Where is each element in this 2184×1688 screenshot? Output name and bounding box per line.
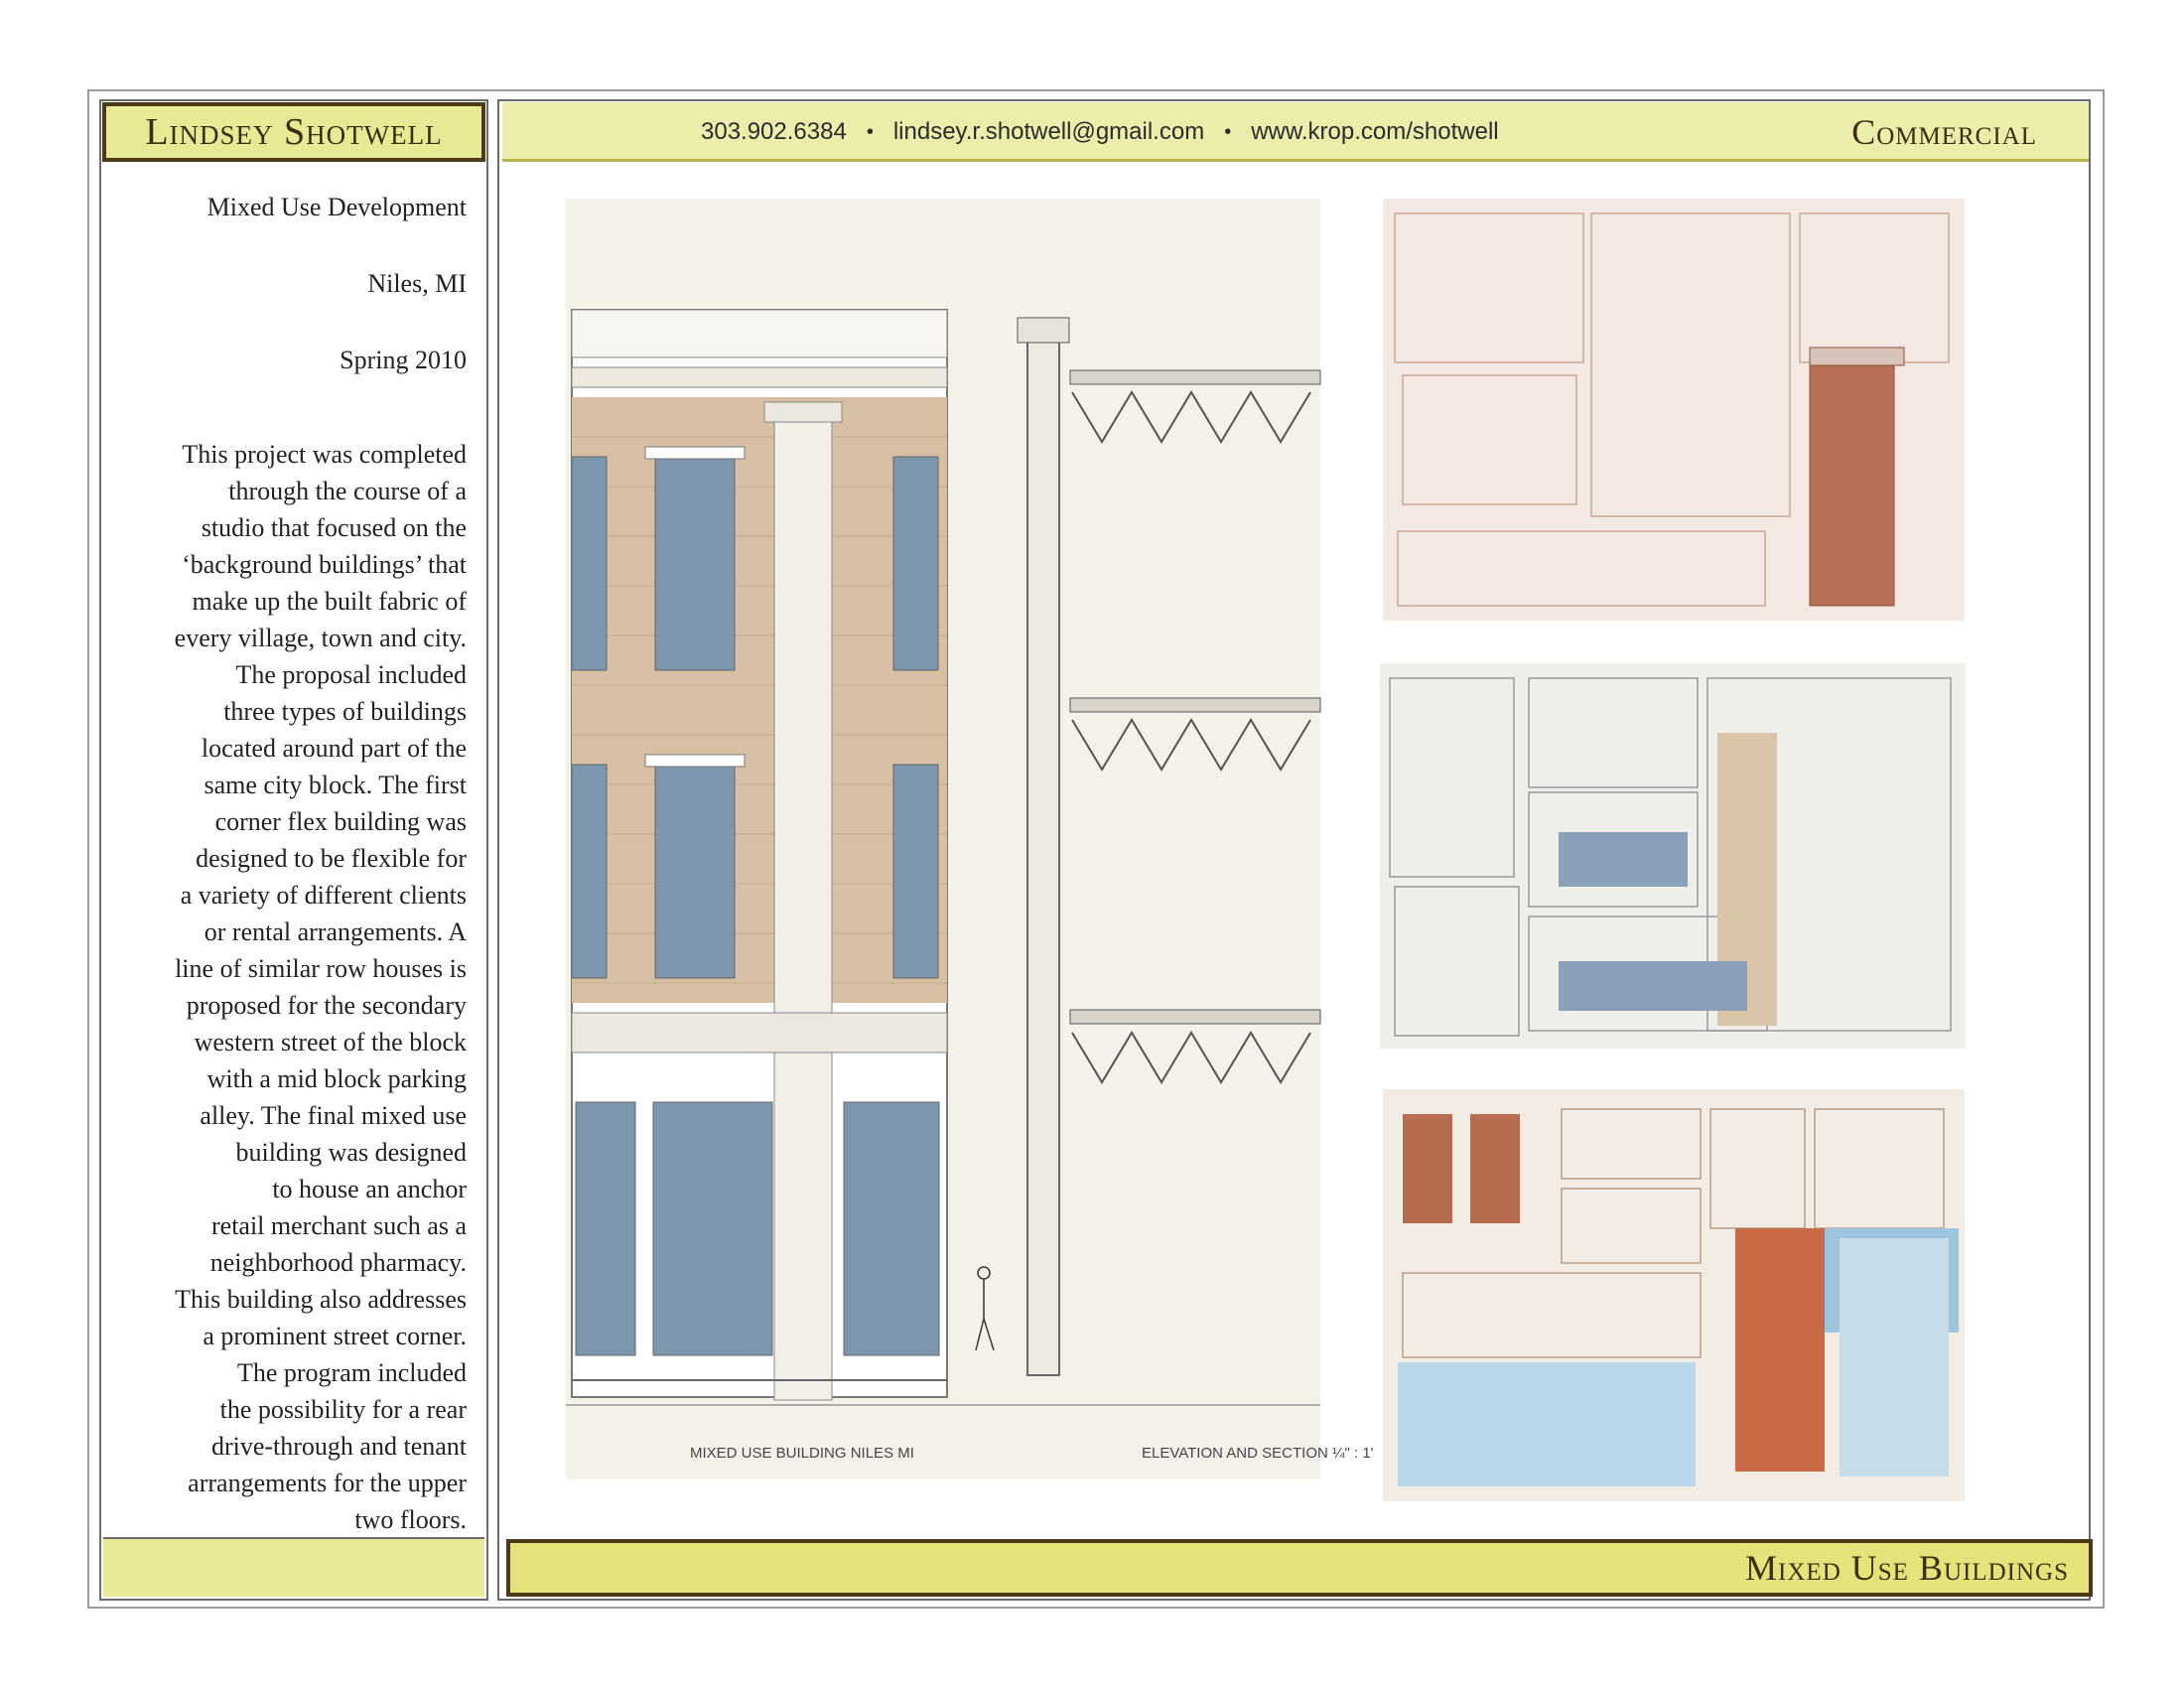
email-address: lindsey.r.shotwell@gmail.com [892, 118, 1205, 145]
drawing-caption-right: ELEVATION AND SECTION ¼" : 1' [1142, 1445, 1374, 1462]
description-line: every village, town and city. [174, 624, 467, 652]
description-line: drive-through and tenant [210, 1432, 467, 1461]
contact-info: 303.902.6384 • lindsey.r.shotwell@gmail.… [701, 102, 1499, 162]
sidebar-divider [486, 99, 499, 1601]
project-info: Mixed Use Development Niles, MI Spring 2… [119, 189, 467, 1538]
project-date: Spring 2010 [340, 346, 467, 374]
separator-dot: • [1224, 120, 1232, 143]
description-line: corner flex building was [214, 807, 467, 836]
description-line: located around part of the [201, 734, 467, 763]
separator-dot: • [866, 120, 874, 143]
project-description: This project was completed through the co… [119, 436, 467, 1538]
description-line: retail merchant such as a [211, 1211, 467, 1240]
description-line: arrangements for the upper [188, 1469, 467, 1497]
mixed-use-building-board [1380, 663, 1966, 1049]
description-line: proposed for the secondary [186, 991, 467, 1020]
description-line: alley. The final mixed use [200, 1101, 467, 1130]
description-line: two floors. [354, 1505, 467, 1534]
description-line: to house an anchor [272, 1175, 467, 1203]
section-title: Mixed Use Buildings [506, 1539, 2093, 1597]
description-line: western street of the block [194, 1028, 467, 1056]
description-line: neighborhood pharmacy. [209, 1248, 467, 1277]
description-line: with a mid block parking [206, 1064, 467, 1093]
project-location: Niles, MI [367, 269, 467, 298]
inner-frame [99, 99, 2091, 1601]
drawing-caption-left: MIXED USE BUILDING NILES MI [690, 1445, 914, 1462]
description-line: studio that focused on the [201, 513, 467, 542]
description-line: three types of buildings [223, 697, 467, 726]
website-link: www.krop.com/shotwell [1251, 118, 1499, 145]
description-line: The program included [236, 1358, 467, 1387]
description-line: or rental arrangements. A [204, 917, 467, 946]
page-frame [87, 89, 2105, 1609]
header-bar: 303.902.6384 • lindsey.r.shotwell@gmail.… [502, 102, 2089, 162]
description-line: The proposal included [235, 660, 468, 689]
project-title: Mixed Use Development [206, 193, 467, 221]
description-line: designed to be flexible for [196, 844, 467, 873]
description-line: ‘background buildings’ that [182, 550, 467, 579]
description-line: the possibility for a rear [219, 1395, 467, 1424]
description-line: through the course of a [228, 477, 467, 505]
elevation-section-drawing: MIXED USE BUILDING NILES MI ELEVATION AN… [566, 199, 1374, 1479]
category-label: Commercial [1851, 112, 2037, 152]
row-house-board [1383, 1089, 1965, 1501]
footer-left-band [103, 1537, 484, 1597]
designer-name: Lindsey Shotwell [102, 102, 485, 162]
description-line: same city block. The first [204, 771, 467, 799]
phone-number: 303.902.6384 [701, 118, 847, 145]
description-line: make up the built fabric of [192, 587, 467, 616]
description-line: a variety of different clients [180, 881, 467, 910]
description-line: line of similar row houses is [175, 954, 467, 983]
description-line: This building also addresses [175, 1285, 467, 1314]
description-line: a prominent street corner. [203, 1322, 467, 1350]
description-line: This project was completed [182, 440, 467, 469]
corner-flex-building-board [1383, 199, 1965, 621]
description-line: building was designed [235, 1138, 467, 1167]
